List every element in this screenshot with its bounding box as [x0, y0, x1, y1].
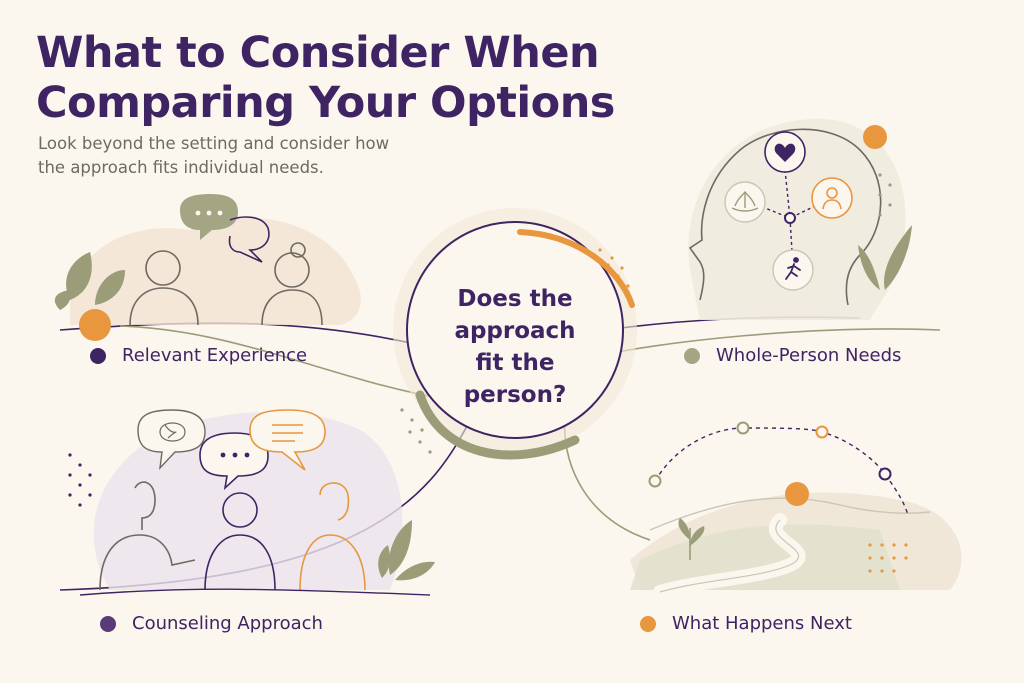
milestone-icon-3	[815, 425, 829, 439]
center-circle-group	[393, 208, 637, 460]
factor-label: What Happens Next	[672, 613, 852, 634]
sun-icon-right	[863, 125, 887, 149]
subtitle-line-1: Look beyond the setting and consider how	[38, 134, 390, 153]
thought-bubble-icon	[137, 409, 206, 471]
center-dots	[598, 248, 630, 288]
center-arc-olive	[415, 390, 580, 460]
center-line-2: approach	[454, 318, 576, 344]
leaf-icon	[54, 252, 125, 310]
dots-left	[68, 453, 92, 507]
person-icon-middle	[204, 492, 276, 591]
sun-icon	[79, 309, 111, 341]
factor-dot	[90, 347, 106, 364]
what-happens-next-illustration	[630, 421, 962, 599]
network-hub	[784, 212, 796, 224]
milestone-icon-2	[736, 421, 750, 435]
dots-right	[878, 173, 892, 217]
center-line-4: person?	[463, 382, 567, 408]
factor-label: Whole-Person Needs	[716, 345, 902, 366]
relevant-experience-illustration	[54, 194, 361, 341]
factor-dot	[100, 615, 116, 632]
connector-top-left-2	[119, 325, 451, 401]
runner-icon	[785, 257, 801, 280]
sun-icon-bottom	[785, 482, 809, 506]
milestone-icon-1	[648, 474, 662, 488]
center-circle	[406, 221, 624, 439]
lotus-icon	[731, 190, 759, 212]
dots-bottom-right	[868, 543, 908, 573]
factor-label: Counseling Approach	[132, 613, 323, 634]
factor-whole-person-needs: Whole-Person Needs	[684, 345, 901, 366]
title-line-1: What to Consider When	[36, 28, 600, 78]
message-lines-icon	[249, 409, 326, 471]
factor-dot	[684, 347, 700, 364]
person-icon-woman	[261, 242, 323, 326]
person-icon-right	[299, 482, 366, 591]
center-dots-left	[400, 408, 432, 454]
person-icon-left	[99, 481, 196, 591]
factor-counseling-approach: Counseling Approach	[100, 613, 323, 634]
leaf-icon-bottom	[378, 520, 435, 581]
factor-dot	[640, 615, 656, 632]
center-line-1: Does the	[457, 286, 573, 312]
page-title: What to Consider When Comparing Your Opt…	[36, 28, 615, 128]
runner-icon-circle	[772, 249, 814, 291]
factor-what-happens-next: What Happens Next	[640, 613, 852, 634]
whole-person-illustration	[688, 118, 912, 320]
center-line-3: fit the	[475, 350, 555, 376]
milestone-icon-4	[878, 467, 892, 481]
counseling-approach-illustration	[68, 409, 435, 596]
speech-bubble-icon	[180, 194, 270, 263]
leaf-icon-right	[858, 225, 912, 290]
person-icon	[129, 250, 199, 326]
subtitle-line-2: the approach fits individual needs.	[38, 158, 324, 177]
title-line-2: Comparing Your Options	[36, 78, 615, 128]
page-subtitle: Look beyond the setting and consider how…	[38, 132, 438, 180]
center-question: Does the approach fit the person?	[440, 283, 590, 411]
user-icon	[822, 187, 842, 210]
factor-label: Relevant Experience	[122, 345, 308, 366]
center-arc-orange	[517, 229, 635, 308]
sprout-icon	[678, 518, 705, 560]
factor-relevant-experience: Relevant Experience	[90, 345, 307, 366]
connector-top-left	[59, 322, 421, 346]
journey-arc	[654, 427, 909, 516]
heart-icon	[774, 143, 796, 162]
speech-bubble-dots-icon	[199, 432, 269, 491]
